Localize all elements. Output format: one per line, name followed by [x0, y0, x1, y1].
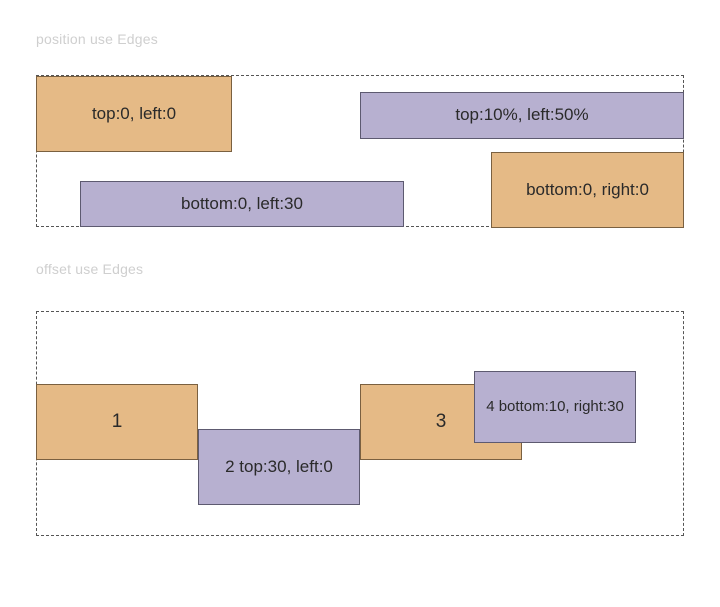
box-bottom-left[interactable]: bottom:0, left:30 [80, 181, 404, 227]
section-title-offset: offset use Edges [36, 261, 144, 277]
box-bottom-right[interactable]: bottom:0, right:0 [491, 152, 684, 228]
box-top-left[interactable]: top:0, left:0 [36, 76, 232, 152]
section-title-position: position use Edges [36, 31, 158, 47]
box-top-percent-left-percent[interactable]: top:10%, left:50% [360, 92, 684, 139]
offset-box-4[interactable]: 4 bottom:10, right:30 [474, 371, 636, 443]
offset-box-1[interactable]: 1 [36, 384, 198, 460]
offset-box-2[interactable]: 2 top:30, left:0 [198, 429, 360, 505]
